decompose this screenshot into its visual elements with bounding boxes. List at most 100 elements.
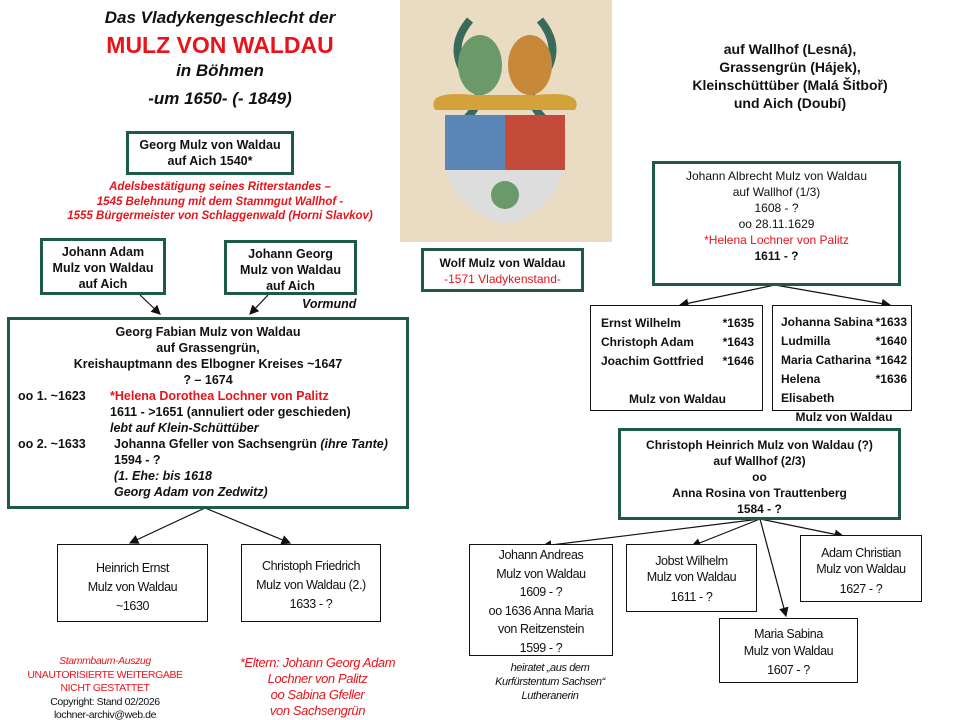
eltern-note: *Eltern: Johann Georg Adam Lochner von P… — [215, 655, 420, 719]
spouse-note: lebt auf Klein-Schüttüber — [110, 421, 259, 435]
spouse-name: von Reitzenstein — [497, 622, 584, 636]
place: Kleinschüttüber (Malá Šitboř) — [692, 77, 888, 93]
arrow — [139, 294, 161, 315]
title-period: -um 1650- (- 1849) — [148, 89, 292, 108]
person-name: Adam Christian — [821, 546, 901, 560]
person-detail: auf Grassengrün, — [156, 341, 260, 355]
person-box-johann-georg: Johann Georg Mulz von Waldau auf Aich — [224, 240, 357, 295]
spouse-dates: 1611 - >1651 (annuliert oder geschieden) — [110, 405, 351, 419]
place: Grassengrün (Hájek), — [719, 59, 861, 75]
spouse-dates: 1584 - ? — [737, 502, 782, 516]
arrow — [541, 518, 761, 550]
georg-notes: Adelsbestätigung seines Ritterstandes – … — [20, 180, 420, 224]
person-name: Mulz von Waldau — [496, 566, 586, 581]
place: und Aich (Doubí) — [733, 95, 847, 111]
spouse-name: Anna Rosina von Trauttenberg — [672, 486, 847, 500]
person-detail: Kreishauptmann des Elbogner Kreises ~164… — [73, 357, 343, 371]
person-box-johann-andreas: Johann Andreas Mulz von Waldau 1609 - ? … — [469, 544, 613, 656]
person-name: Johann Adam — [61, 245, 145, 259]
spouse-dates: 1599 - ? — [519, 640, 563, 655]
spouse-note: (1. Ehe: bis 1618 — [114, 469, 212, 483]
person-name: Mulz von Waldau — [87, 580, 178, 594]
daughters-box: Johanna Sabina*1633 Ludmilla*1640 Maria … — [772, 305, 912, 424]
person-name: Johann Albrecht Mulz von Waldau — [686, 169, 867, 183]
place: auf Wallhof (Lesná), — [723, 41, 857, 57]
note-line: heiratet „aus dem — [510, 662, 590, 674]
person-name: Mulz von Waldau — [816, 562, 906, 576]
person-note: -1571 Vladykenstand- — [444, 272, 561, 286]
person-name: Mulz von Waldau — [240, 263, 341, 277]
note-line: Lutheranerin — [521, 690, 579, 702]
spouse-note: (ihre Tante) — [320, 437, 388, 451]
arrow — [678, 284, 776, 308]
email-text: lochner-archiv@web.de — [53, 709, 157, 720]
child-row: Johanna Sabina*1633 — [781, 315, 907, 329]
note-line: von Sachsengrün — [269, 703, 366, 718]
person-box-heinrich-ernst: Heinrich Ernst Mulz von Waldau ~1630 — [57, 544, 208, 622]
person-name: Georg Mulz von Waldau — [139, 138, 281, 152]
arrow — [774, 284, 892, 309]
places-list: auf Wallhof (Lesná), Grassengrün (Hájek)… — [650, 40, 930, 112]
person-detail: auf Aich — [266, 279, 315, 293]
person-name: Wolf Mulz von Waldau — [439, 256, 566, 270]
child-row: Ludmilla*1640 — [781, 334, 907, 348]
spouse-name: oo 1636 Anna Maria — [488, 603, 594, 618]
person-name: Jobst Wilhelm — [655, 554, 728, 568]
person-dates: 1608 - ? — [754, 201, 799, 215]
note-line: 1555 Bürgermeister von Schlaggenwald (Ho… — [67, 210, 373, 222]
person-name: Christoph Friedrich — [262, 559, 360, 573]
person-box-georg: Georg Mulz von Waldau auf Aich 1540* — [126, 131, 294, 175]
person-dates: 1607 - ? — [767, 663, 810, 677]
person-name: Mulz von Waldau (2.) — [256, 578, 366, 592]
marriage-label: oo 28.11.1629 — [738, 217, 815, 231]
person-name: Mulz von Waldau — [743, 644, 834, 658]
spouse-dates: 1611 - ? — [754, 249, 799, 263]
person-box-johann-adam: Johann Adam Mulz von Waldau auf Aich — [40, 238, 166, 295]
title-line: Das Vladykengeschlecht der — [104, 8, 336, 27]
person-detail: auf Wallhof (2/3) — [713, 454, 806, 468]
footer-line: Stammbaum-Auszug — [59, 655, 151, 667]
family-name: Mulz von Waldau — [629, 392, 726, 406]
note-line: oo Sabina Gfeller — [270, 687, 365, 702]
person-name: Mulz von Waldau — [52, 261, 154, 275]
arrow — [759, 518, 789, 618]
marriage-label: oo 2. ~1633 — [18, 437, 86, 451]
footer-line: UNAUTORISIERTE WEITERGABE — [27, 668, 183, 681]
arrow — [759, 518, 845, 540]
note-line: Lochner von Palitz — [267, 671, 368, 686]
spouse-note: Georg Adam von Zedwitz) — [114, 485, 268, 499]
person-detail: auf Aich — [78, 277, 128, 291]
arrow — [249, 294, 269, 315]
person-name: Maria Sabina — [754, 627, 823, 641]
spouse-name: *Helena Dorothea Lochner von Palitz — [110, 389, 329, 403]
child-row: Ernst Wilhelm*1635 — [601, 316, 754, 330]
person-box-maria-sabina: Maria Sabina Mulz von Waldau 1607 - ? — [719, 618, 858, 683]
person-name: Johann Georg — [248, 247, 333, 261]
child-row: Helena Elisabeth*1636 — [781, 372, 907, 405]
johann-andreas-note: heiratet „aus dem Kurfürstentum Sachsen“… — [460, 661, 640, 703]
title-line: in Böhmen — [176, 61, 264, 80]
note-line: 1545 Belehnung mit dem Stammgut Wallhof … — [96, 195, 344, 208]
person-name: Mulz von Waldau — [646, 570, 737, 584]
person-detail: auf Wallhof (1/3) — [732, 185, 821, 199]
child-row: Maria Catharina*1642 — [781, 353, 907, 367]
marriage-label: oo — [752, 470, 767, 484]
child-row: Joachim Gottfried*1646 — [601, 354, 754, 368]
person-dates: 1611 - ? — [670, 590, 713, 604]
spouse-name: Johanna Gfeller von Sachsengrün — [114, 437, 317, 451]
note-line: Kurfürstentum Sachsen“ — [495, 676, 605, 688]
family-name: Mulz von Waldau — [795, 410, 893, 424]
person-dates: ? – 1674 — [183, 373, 233, 387]
person-box-georg-fabian: Georg Fabian Mulz von Waldau auf Grassen… — [7, 317, 409, 509]
coat-of-arms-image — [400, 0, 612, 242]
title-main: MULZ VON WALDAU — [106, 32, 334, 58]
marriage-label: oo 1. ~1623 — [18, 389, 86, 403]
person-detail: auf Aich 1540* — [167, 154, 253, 168]
arrow — [128, 507, 206, 544]
person-box-christoph-friedrich: Christoph Friedrich Mulz von Waldau (2.)… — [241, 544, 381, 622]
person-name: Heinrich Ernst — [96, 561, 169, 575]
person-name: Johann Andreas — [498, 548, 584, 562]
spouse-dates: 1594 - ? — [114, 453, 161, 467]
person-box-jobst-wilhelm: Jobst Wilhelm Mulz von Waldau 1611 - ? — [626, 544, 757, 612]
